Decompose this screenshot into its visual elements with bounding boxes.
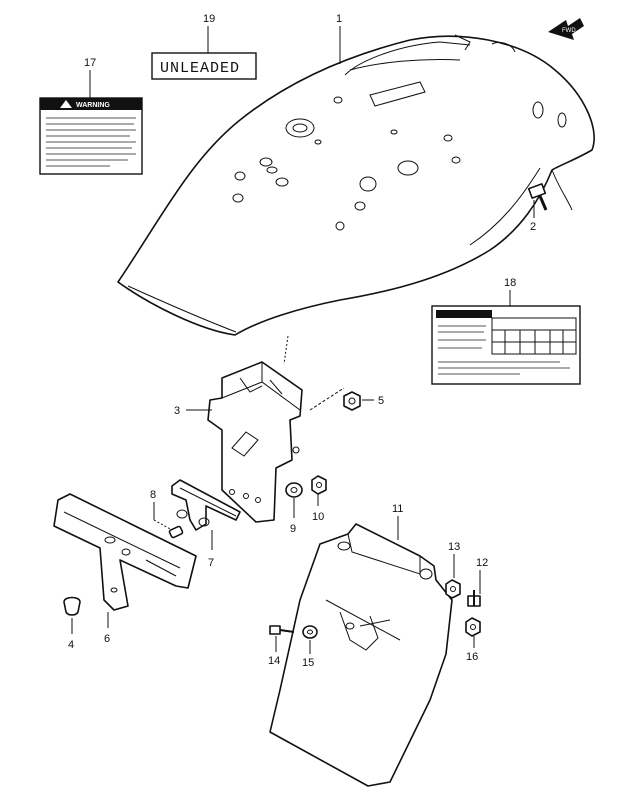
mud-flap-part-11 bbox=[269, 523, 453, 787]
info-label-part bbox=[431, 305, 581, 385]
callout-3: 3 bbox=[174, 405, 180, 417]
bolt-part-12 bbox=[467, 590, 481, 607]
callout-2: 2 bbox=[530, 221, 536, 233]
callout-4: 4 bbox=[68, 639, 74, 651]
bolt-part-2 bbox=[527, 183, 548, 211]
callout-18: 18 bbox=[504, 277, 516, 289]
collar-part-8 bbox=[168, 525, 184, 539]
warning-label-part: WARNING bbox=[39, 97, 143, 175]
callout-19: 19 bbox=[203, 13, 215, 25]
nut-part-16 bbox=[465, 617, 481, 637]
callout-14: 14 bbox=[268, 655, 280, 667]
callout-1: 1 bbox=[336, 13, 342, 25]
callout-16: 16 bbox=[466, 651, 478, 663]
support-part-7 bbox=[171, 479, 241, 531]
nut-part-13 bbox=[445, 579, 461, 599]
callout-8: 8 bbox=[150, 489, 156, 501]
bolt-part-14 bbox=[269, 625, 295, 635]
callout-9: 9 bbox=[290, 523, 296, 535]
callout-13: 13 bbox=[448, 541, 460, 553]
svg-text:FWD: FWD bbox=[562, 28, 576, 34]
callout-12: 12 bbox=[476, 557, 488, 569]
washer-part-9 bbox=[285, 482, 303, 498]
rear-fender-part bbox=[117, 34, 595, 336]
warning-label-text: WARNING bbox=[76, 102, 110, 109]
grommet-part-4 bbox=[63, 596, 81, 616]
nut-part-5 bbox=[343, 391, 361, 411]
license-plate-bracket-part-6 bbox=[53, 493, 197, 611]
unleaded-label-text: UNLEADED bbox=[160, 60, 240, 77]
front-direction-arrow-icon: FWD bbox=[548, 18, 584, 40]
callout-5: 5 bbox=[378, 395, 384, 407]
callout-7: 7 bbox=[208, 557, 214, 569]
callout-11: 11 bbox=[392, 503, 403, 515]
callout-6: 6 bbox=[104, 633, 110, 645]
nut-part-10 bbox=[311, 475, 327, 495]
callout-17: 17 bbox=[84, 57, 96, 69]
bracket-part-3 bbox=[207, 335, 303, 523]
unleaded-label-part: UNLEADED bbox=[151, 52, 257, 80]
callout-10: 10 bbox=[312, 511, 324, 523]
callout-15: 15 bbox=[302, 657, 314, 669]
washer-part-15 bbox=[302, 625, 318, 639]
